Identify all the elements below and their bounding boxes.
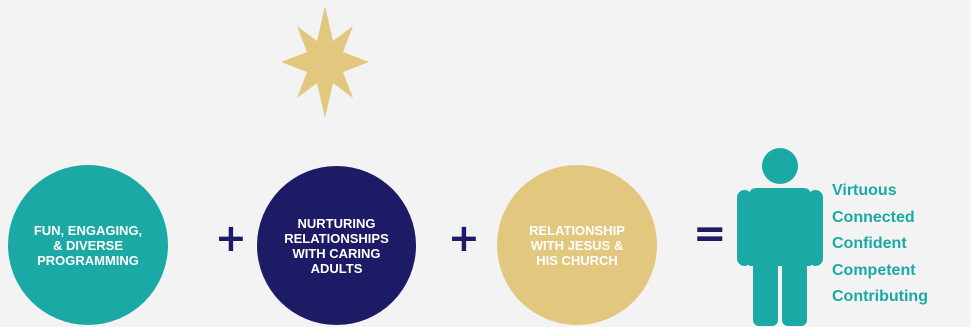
circle-relationships: Nurturing relationships with caring adul…: [257, 166, 416, 325]
circle-programming-label: Fun, engaging, & diverse programming: [33, 222, 143, 268]
circle-jesus-label: Relationship with Jesus & his church: [529, 222, 625, 268]
outcome-competent: Competent: [832, 261, 916, 279]
circle-programming: Fun, engaging, & diverse programming: [8, 165, 168, 325]
plus-sign: +: [215, 216, 247, 260]
outcome-virtuous: Virtuous: [832, 182, 897, 199]
circle-relationships-label: Nurturing relationships with caring adul…: [284, 215, 389, 276]
outcomes-list: Virtuous Connected Confident Competent C…: [832, 178, 928, 311]
equals-sign: =: [693, 211, 727, 257]
outcome-contributing: Contributing: [832, 288, 928, 305]
outcome-confident: Confident: [832, 235, 907, 252]
person-icon: [737, 148, 823, 326]
circle-jesus: Relationship with Jesus & his church: [497, 165, 657, 325]
outcome-connected: Connected: [832, 208, 915, 226]
plus-sign: +: [448, 216, 480, 260]
star-icon: [281, 6, 369, 118]
